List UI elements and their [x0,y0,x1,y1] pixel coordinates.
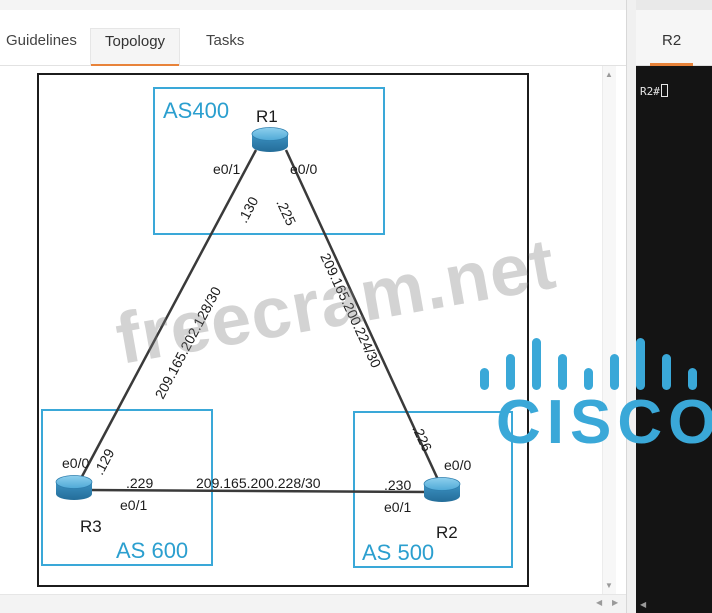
if-r2-e01: e0/1 [384,499,411,515]
tab-guidelines[interactable]: Guidelines [6,32,77,49]
scroll-left-icon[interactable]: ◀ [596,598,603,607]
tab-bar: Guidelines Topology Tasks [0,14,626,67]
link-r1-r2 [284,149,442,485]
terminal-console[interactable]: R2# [636,66,712,613]
router-r1-icon[interactable] [251,127,289,153]
terminal-top-strip [636,0,712,10]
if-r1-e01: e0/1 [213,161,240,177]
terminal-pane: R2 R2# ◀ [636,0,712,613]
terminal-prompt-text: R2# [640,85,660,98]
top-strip [0,0,626,10]
area-label-as500: AS 500 [362,540,434,565]
router-r3-icon[interactable] [55,475,93,501]
router-label-r2: R2 [436,523,458,542]
pane-divider[interactable] [626,0,636,613]
if-r2-e00: e0/0 [444,457,471,473]
horizontal-scrollbar[interactable]: ◀ ▶ [0,594,626,613]
scroll-up-icon[interactable]: ▲ [605,70,613,79]
area-as400 [153,87,385,235]
router-label-r3: R3 [80,517,102,536]
topology-diagram: AS400 AS 600 AS 500 R1 R3 R2 e0/1 e0/0 e… [37,73,529,587]
scroll-down-icon[interactable]: ▼ [605,581,613,590]
topology-content: AS400 AS 600 AS 500 R1 R3 R2 e0/1 e0/0 e… [0,66,626,594]
cisco-wordmark: CISCO [496,388,712,457]
router-label-r1: R1 [256,107,278,126]
area-as500 [353,411,513,568]
vertical-scrollbar[interactable]: ▲ ▼ [602,66,616,594]
scroll-right-icon[interactable]: ▶ [612,598,619,607]
terminal-scroll-left-icon[interactable]: ◀ [640,600,647,609]
subnet-r3-r2: 209.165.200.228/30 [196,475,321,491]
router-r2-icon[interactable] [423,477,461,503]
addr-r3-right: .229 [126,475,153,491]
if-r3-e00: e0/0 [62,455,89,471]
if-r3-e01: e0/1 [120,497,147,513]
if-r1-e00: e0/0 [290,161,317,177]
cisco-bars-icon [476,330,712,390]
tab-tasks[interactable]: Tasks [206,32,245,49]
terminal-cursor [660,84,668,97]
terminal-tab-bar: R2 [636,10,712,66]
area-label-as600: AS 600 [116,538,188,563]
tab-topology[interactable]: Topology [90,28,181,67]
tab-terminal-r2[interactable]: R2 [650,26,694,66]
topology-pane: Guidelines Topology Tasks [0,0,626,613]
terminal-prompt: R2# [640,84,668,98]
area-label-as400: AS400 [163,98,229,123]
area-as600 [41,409,213,566]
cisco-logo: CISCO [476,330,712,460]
addr-r2-left: .230 [384,477,411,493]
link-r3-r2 [87,488,433,494]
link-r1-r3 [76,149,258,485]
